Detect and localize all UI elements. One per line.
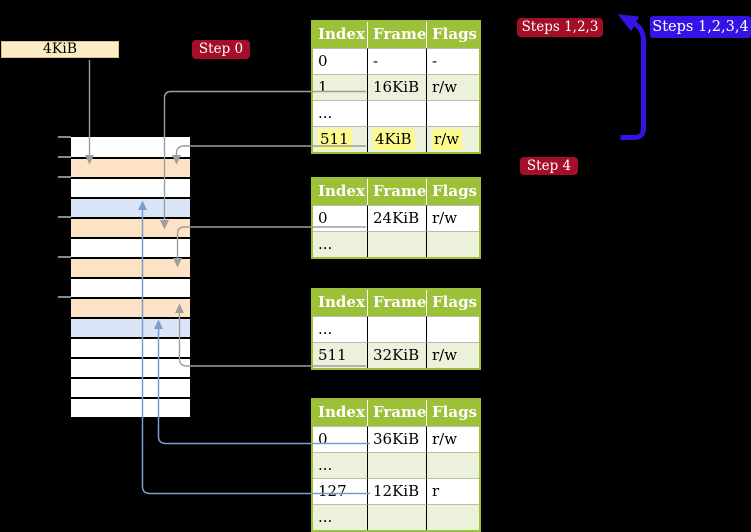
table-cell: 511 <box>313 126 368 152</box>
memory-frame-row-orange <box>71 217 190 237</box>
table-cell: ... <box>313 504 368 530</box>
table-cell <box>368 316 427 342</box>
column-header-frame: Frame <box>368 290 427 316</box>
physical-memory-stack <box>71 137 190 417</box>
table-cell: ... <box>313 316 368 342</box>
table-cell <box>368 452 427 478</box>
memory-frame-row-blue <box>71 197 190 217</box>
memory-frame-row-orange <box>71 157 190 177</box>
table-row: ... <box>313 231 479 257</box>
table-cell: 1 <box>313 74 368 100</box>
table-cell: ... <box>313 100 368 126</box>
column-header-index: Index <box>313 290 368 316</box>
table-cell: 16KiB <box>368 74 427 100</box>
table-cell: 36KiB <box>368 426 427 452</box>
table-cell: - <box>427 48 479 74</box>
page-size-label: 4KiB <box>1 41 119 58</box>
address-tick-mark <box>58 136 71 138</box>
column-header-frame: Frame <box>368 22 427 48</box>
table-cell: 12KiB <box>368 478 427 504</box>
table-cell: r <box>427 478 479 504</box>
address-tick-mark <box>58 156 71 158</box>
memory-frame-row-white <box>71 377 190 397</box>
address-tick-mark <box>58 256 71 258</box>
table-cell: - <box>368 48 427 74</box>
table-row: ... <box>313 504 479 530</box>
table-cell: r/w <box>427 126 479 152</box>
table-cell: r/w <box>427 426 479 452</box>
table-cell <box>368 504 427 530</box>
table-cell: 0 <box>313 426 368 452</box>
table-cell <box>427 316 479 342</box>
table-cell: 24KiB <box>368 205 427 231</box>
arrow-recursive-loop <box>617 14 646 140</box>
memory-frame-row-orange <box>71 257 190 277</box>
table-cell: 4KiB <box>368 126 427 152</box>
table-cell: r/w <box>427 74 479 100</box>
table-cell <box>427 231 479 257</box>
memory-frame-row-white <box>71 397 190 417</box>
table-cell: 511 <box>313 342 368 368</box>
memory-frame-row-blue <box>71 317 190 337</box>
memory-frame-row-orange <box>71 297 190 317</box>
memory-frame-row-white <box>71 237 190 257</box>
table-row: ... <box>313 316 479 342</box>
steps123-badge: Steps 1,2,3 <box>517 18 603 37</box>
table-row: ... <box>313 452 479 478</box>
memory-frame-row-white <box>71 177 190 197</box>
column-header-flags: Flags <box>427 179 479 205</box>
table-cell: ... <box>313 452 368 478</box>
table-cell: ... <box>313 231 368 257</box>
address-tick-mark <box>58 216 71 218</box>
memory-frame-row-white <box>71 137 190 157</box>
column-header-flags: Flags <box>427 22 479 48</box>
table-row: 0-- <box>313 48 479 74</box>
table-row: ... <box>313 100 479 126</box>
column-header-index: Index <box>313 22 368 48</box>
column-header-index: Index <box>313 400 368 426</box>
column-header-frame: Frame <box>368 400 427 426</box>
table-cell: 127 <box>313 478 368 504</box>
address-tick-mark <box>58 296 71 298</box>
table-cell <box>368 100 427 126</box>
table-cell <box>427 100 479 126</box>
table-cell: 0 <box>313 205 368 231</box>
step4-badge: Step 4 <box>520 157 578 175</box>
column-header-index: Index <box>313 179 368 205</box>
table-cell <box>427 452 479 478</box>
table-cell: 0 <box>313 48 368 74</box>
table-cell: r/w <box>427 342 479 368</box>
table-cell: 32KiB <box>368 342 427 368</box>
column-header-frame: Frame <box>368 179 427 205</box>
table-cell <box>368 231 427 257</box>
address-tick-mark <box>58 176 71 178</box>
step0-badge: Step 0 <box>192 40 250 59</box>
memory-frame-row-white <box>71 357 190 377</box>
steps1234-badge: Steps 1,2,3,4 <box>650 16 751 38</box>
column-header-flags: Flags <box>427 290 479 316</box>
table-cell <box>427 504 479 530</box>
memory-frame-row-white <box>71 277 190 297</box>
column-header-flags: Flags <box>427 400 479 426</box>
table-cell: r/w <box>427 205 479 231</box>
memory-frame-row-white <box>71 337 190 357</box>
